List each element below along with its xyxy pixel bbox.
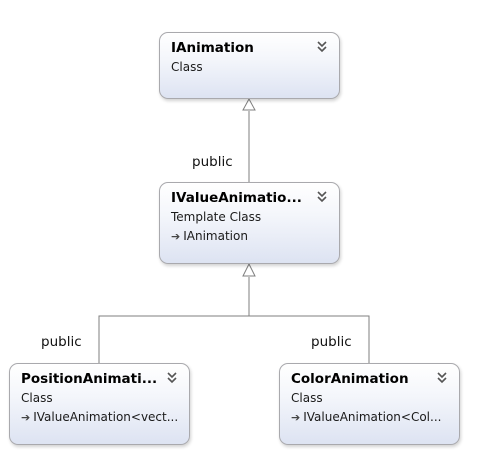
edge-label-color-ivalue: public bbox=[311, 334, 352, 350]
node-kind: Template Class bbox=[171, 210, 262, 224]
edge-label-position-ivalue: public bbox=[41, 334, 82, 350]
double-chevron-down-icon[interactable] bbox=[165, 370, 179, 384]
node-base-class: ➔IValueAnimation<Col... bbox=[291, 407, 449, 428]
node-base-class: ➔IValueAnimation<vect... bbox=[21, 407, 179, 428]
node-ivalueanimation[interactable]: IValueAnimatio... Template Class ➔IAnima… bbox=[159, 182, 340, 264]
connector-ivalue-to-ianimation[interactable] bbox=[242, 97, 256, 182]
node-kind: Class bbox=[21, 391, 53, 405]
inheritance-arrow-icon: ➔ bbox=[21, 411, 31, 424]
node-ianimation[interactable]: IAnimation Class bbox=[159, 32, 340, 99]
base-class-name: IValueAnimation<vect... bbox=[33, 410, 179, 424]
inheritance-arrowhead bbox=[242, 97, 256, 111]
inheritance-arrow-icon: ➔ bbox=[171, 230, 181, 243]
double-chevron-down-icon[interactable] bbox=[315, 39, 329, 53]
node-title: ColorAnimation bbox=[291, 371, 409, 387]
node-title: IAnimation bbox=[171, 40, 254, 56]
double-chevron-down-icon[interactable] bbox=[315, 189, 329, 203]
inheritance-arrow-icon: ➔ bbox=[291, 411, 301, 424]
edge-label-ivalue-ianimation: public bbox=[192, 154, 233, 170]
double-chevron-down-icon[interactable] bbox=[435, 370, 449, 384]
node-title: PositionAnimati... bbox=[21, 371, 157, 387]
node-kind: Class bbox=[171, 60, 203, 74]
node-title: IValueAnimatio... bbox=[171, 190, 302, 206]
node-base-class: ➔IAnimation bbox=[171, 226, 329, 247]
node-positionanimation[interactable]: PositionAnimati... Class ➔IValueAnimatio… bbox=[9, 363, 190, 445]
inheritance-arrowhead bbox=[242, 262, 256, 277]
connector-children-to-ivalue[interactable] bbox=[98, 262, 370, 363]
node-coloranimation[interactable]: ColorAnimation Class ➔IValueAnimation<Co… bbox=[279, 363, 460, 445]
base-class-name: IValueAnimation<Col... bbox=[303, 410, 442, 424]
node-kind: Class bbox=[291, 391, 323, 405]
base-class-name: IAnimation bbox=[183, 229, 248, 243]
